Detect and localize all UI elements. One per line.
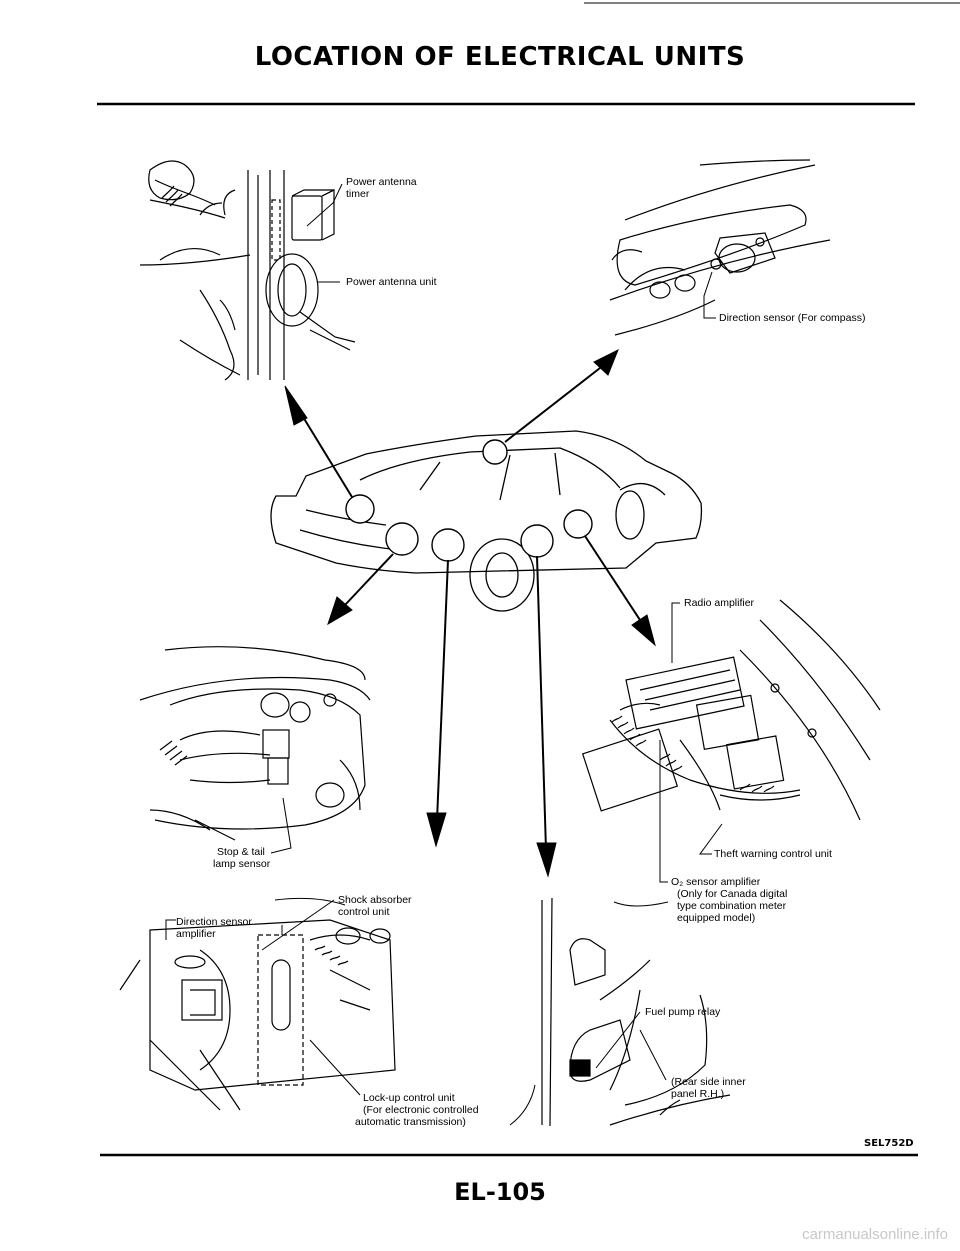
label-rear-side-inner-panel: (Rear side inner panel R.H.)	[671, 1076, 746, 1100]
label-direction-sensor-amplifier: Direction sensor amplifier	[176, 916, 252, 940]
figure-code: SEL752D	[864, 1138, 914, 1149]
leader-o2-amp	[659, 740, 668, 883]
car-illustration	[270, 430, 703, 612]
leader-radio-amp	[671, 602, 680, 663]
arrow-head-stop-lamp	[327, 596, 353, 626]
label-direction-sensor-compass: Direction sensor (For compass)	[719, 312, 866, 324]
leader-fuel-pump	[595, 1011, 641, 1069]
o2-bracket	[613, 901, 669, 907]
power-antenna-illustration	[139, 160, 356, 381]
label-stop-tail-lamp-sensor: Stop & tail lamp sensor	[213, 846, 271, 870]
label-shock-absorber-control-unit: Shock absorber control unit	[338, 894, 412, 918]
leader-theft-warning	[699, 823, 723, 855]
label-radio-amplifier: Radio amplifier	[684, 597, 755, 609]
leader-direction-amp	[165, 919, 176, 940]
label-theft-warning: Theft warning control unit	[714, 848, 832, 860]
radio-amp-illustration	[581, 599, 881, 821]
watermark: carmanualsonline.info	[802, 1226, 948, 1243]
shock-absorber-illustration	[119, 919, 396, 1111]
label-power-antenna-timer: Power antenna timer	[346, 176, 417, 200]
label-o2-sensor-amplifier: O₂ sensor amplifier (Only for Canada dig…	[671, 876, 788, 924]
fuel-pump-illustration	[541, 897, 731, 1127]
page-number: EL-105	[454, 1178, 546, 1206]
leader-stop-lamp	[270, 797, 292, 854]
arrows	[284, 348, 656, 878]
location-markers	[345, 439, 593, 562]
leader-antenna-timer	[306, 183, 343, 227]
arrow-head-fuel-pump	[536, 842, 557, 878]
arrow-head-shock-absorber	[426, 812, 447, 848]
leader-shock-absorber	[261, 899, 335, 951]
stop-lamp-illustration	[139, 646, 371, 841]
arrow-head-power-antenna	[284, 385, 308, 426]
label-lockup-control-unit: Lock-up control unit (For electronic con…	[355, 1092, 479, 1128]
direction-sensor-illustration	[609, 159, 831, 336]
label-fuel-pump-relay: Fuel pump relay	[645, 1006, 721, 1018]
leader-lockup	[309, 1039, 361, 1096]
leader-rear-panel	[639, 1029, 667, 1081]
arrow-head-radio-amp	[631, 614, 656, 647]
arrow-head-direction-sensor	[593, 348, 619, 376]
page-title: LOCATION OF ELECTRICAL UNITS	[254, 42, 746, 72]
leader-direction-sensor	[703, 271, 716, 319]
label-power-antenna-unit: Power antenna unit	[346, 276, 437, 288]
